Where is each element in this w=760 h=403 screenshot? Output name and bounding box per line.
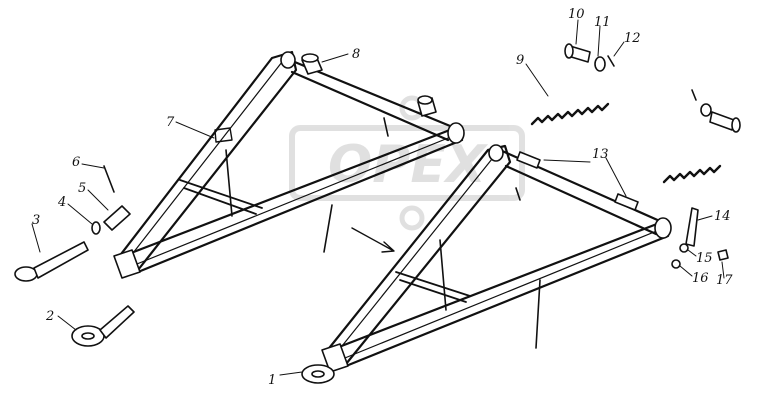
frame-right: [321, 144, 672, 373]
callout-9: 9: [516, 53, 524, 68]
part-cotter-12: [607, 55, 615, 67]
part-nut-16: [671, 259, 681, 269]
part-coupling-5: [103, 205, 131, 231]
part-washer-11: [594, 56, 606, 72]
leader-lines: [31, 19, 725, 376]
part-pin-10: [564, 43, 591, 63]
callout-12: 12: [624, 31, 641, 46]
callout-13: 13: [592, 147, 609, 162]
direction-arrow: [351, 227, 395, 253]
part-cotter-6: [103, 165, 115, 193]
part-spring-right: [662, 164, 722, 184]
part-eye-bolt-3: [14, 241, 89, 282]
part-washer-right: [700, 103, 712, 117]
part-nut-17: [717, 249, 729, 261]
callout-2: 2: [45, 309, 54, 324]
part-bushing-8: [301, 53, 323, 75]
callout-15: 15: [696, 251, 713, 266]
part-bushing-top: [417, 95, 437, 117]
part-sleeves-13: [516, 151, 639, 211]
part-pin-14: [685, 207, 699, 247]
callout-7: 7: [166, 115, 175, 130]
callouts: 1 2 3 4 5 6 7 8 9 10 11 12 13 14 15 16 1…: [32, 7, 733, 388]
part-eye-bolt-2: [71, 305, 135, 347]
callout-17: 17: [716, 273, 733, 288]
callout-11: 11: [594, 15, 611, 30]
part-eye-1: [301, 364, 335, 384]
part-washer-15: [679, 243, 689, 253]
callout-14: 14: [714, 209, 731, 224]
part-pin-right: [709, 111, 741, 133]
callout-10: 10: [568, 7, 585, 22]
callout-5: 5: [78, 181, 86, 196]
part-washer-4: [91, 221, 101, 235]
callout-16: 16: [692, 271, 709, 286]
callout-8: 8: [352, 47, 360, 62]
callout-3: 3: [32, 213, 40, 228]
callout-1: 1: [268, 373, 276, 388]
watermark-text: OPEX: [328, 135, 489, 195]
callout-4: 4: [57, 195, 66, 210]
callout-6: 6: [72, 155, 80, 170]
part-spring-9: [530, 102, 610, 126]
part-cotter-right: [691, 89, 697, 101]
